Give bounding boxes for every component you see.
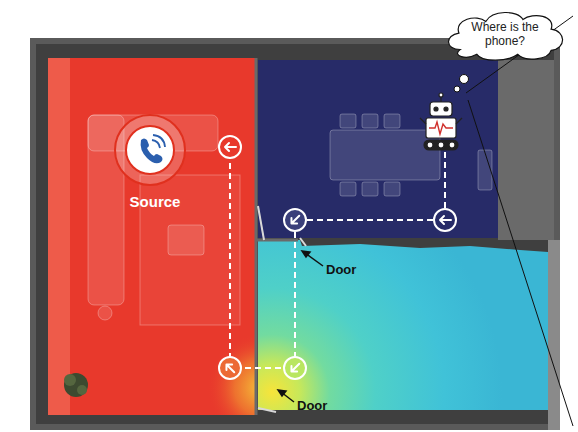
building-walls xyxy=(36,44,554,424)
doors xyxy=(258,206,264,240)
building-walls xyxy=(498,60,554,240)
phone-source xyxy=(115,115,185,185)
source-label: Source xyxy=(130,193,181,210)
direction-markers xyxy=(289,213,302,226)
direction-markers xyxy=(289,361,302,374)
zoom-lines xyxy=(468,100,573,426)
plant xyxy=(64,373,88,397)
plant xyxy=(77,385,87,395)
direction-markers xyxy=(289,213,302,226)
robot-icon xyxy=(430,102,452,116)
robot-icon xyxy=(420,118,426,124)
door-pointers xyxy=(302,251,310,257)
robot-icon xyxy=(429,122,453,134)
thought-bubbles xyxy=(454,86,460,92)
direction-markers xyxy=(219,136,241,158)
direction-markers xyxy=(219,357,241,379)
robot-icon xyxy=(420,93,462,150)
direction-markers xyxy=(440,216,451,224)
direction-markers xyxy=(289,361,302,374)
robot-icon xyxy=(439,93,443,97)
dining-room-heat xyxy=(258,60,498,238)
furniture xyxy=(384,182,400,196)
direction-markers xyxy=(284,357,306,379)
building-walls xyxy=(548,240,560,430)
dining-room-heat xyxy=(258,60,498,238)
furniture xyxy=(362,114,378,128)
robot-icon xyxy=(438,142,444,148)
doors xyxy=(256,239,298,242)
living-room-heat xyxy=(48,58,256,415)
robot-icon xyxy=(444,107,448,111)
plant xyxy=(64,373,88,397)
hall-heat xyxy=(258,240,548,410)
living-room-heat xyxy=(48,58,256,415)
plant xyxy=(64,374,76,386)
phone-source xyxy=(141,139,163,164)
cloud-outline xyxy=(449,13,563,61)
furniture xyxy=(330,130,440,180)
robot-icon xyxy=(424,140,458,150)
direction-markers xyxy=(284,357,306,379)
robot-path xyxy=(230,147,445,368)
robot-icon xyxy=(426,118,456,138)
door-label: Door xyxy=(297,398,327,413)
thought-bubbles xyxy=(460,75,469,84)
furniture xyxy=(478,150,492,190)
direction-markers xyxy=(434,209,456,231)
living-room-heat xyxy=(48,58,256,415)
robot-path xyxy=(230,147,445,368)
doors xyxy=(300,238,306,246)
phone-source xyxy=(152,140,160,148)
furniture xyxy=(384,114,400,128)
robot-icon xyxy=(427,142,433,148)
thought-bubbles xyxy=(454,75,469,93)
thought-text: Where is the phone? xyxy=(465,21,545,49)
furniture xyxy=(340,114,356,128)
zoom-lines xyxy=(466,16,573,426)
furniture xyxy=(168,225,204,255)
door-pointers xyxy=(278,390,286,396)
robot-icon xyxy=(456,118,462,124)
doors xyxy=(255,58,258,415)
furniture xyxy=(362,182,378,196)
hall-heat xyxy=(258,240,548,410)
phone-source xyxy=(153,135,165,147)
building-walls xyxy=(30,38,560,430)
direction-markers xyxy=(434,209,456,231)
phone-source xyxy=(126,126,174,174)
furniture xyxy=(340,182,356,196)
door-label: Door xyxy=(326,262,356,277)
direction-markers xyxy=(225,143,236,151)
direction-markers xyxy=(284,209,306,231)
door-pointers xyxy=(278,251,323,402)
phone-source xyxy=(115,115,185,185)
direction-markers xyxy=(219,136,456,379)
robot-icon xyxy=(434,107,438,111)
direction-markers xyxy=(224,362,237,375)
direction-markers xyxy=(224,362,237,375)
direction-markers xyxy=(219,357,241,379)
furniture xyxy=(98,306,112,320)
doors xyxy=(258,408,276,412)
robot-icon xyxy=(449,142,455,148)
direction-markers xyxy=(284,209,306,231)
doors xyxy=(256,58,306,415)
thought-cloud: Where is the phone? xyxy=(441,6,569,64)
direction-markers xyxy=(219,136,241,158)
building-walls xyxy=(30,38,560,430)
